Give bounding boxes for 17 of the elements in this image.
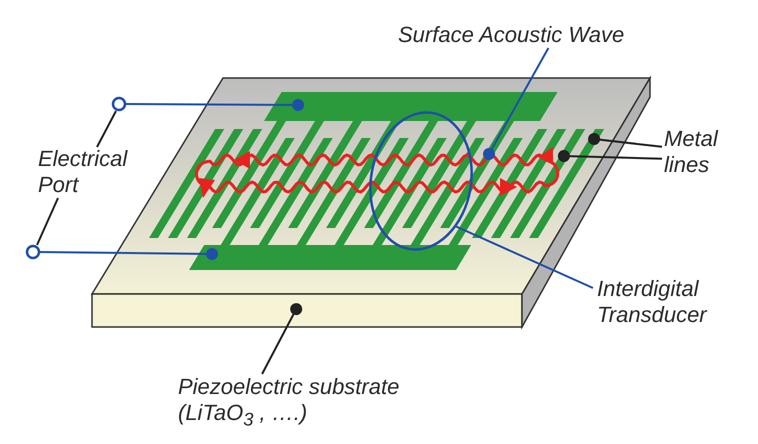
leader-line	[454, 225, 594, 289]
leader-line	[261, 303, 302, 374]
leader-line	[588, 133, 662, 148]
leader-line	[96, 110, 117, 148]
port-terminal	[25, 244, 41, 260]
port-terminal	[111, 96, 127, 112]
leader-line	[36, 198, 59, 246]
wire	[125, 99, 304, 111]
electrode-bus-bar	[188, 245, 471, 270]
callout-label: Piezoelectric substrate (LiTaO$_{3}$ , ….)	[178, 374, 463, 432]
leader-line	[558, 150, 662, 162]
callout-label: Metal lines	[664, 126, 744, 178]
wire	[38, 248, 218, 260]
callout-label: Surface Acoustic Wave	[398, 22, 718, 48]
callout-label: Electrical Port	[38, 146, 163, 198]
callout-label: Interdigital Transducer	[597, 276, 757, 328]
leader-line	[483, 48, 550, 160]
